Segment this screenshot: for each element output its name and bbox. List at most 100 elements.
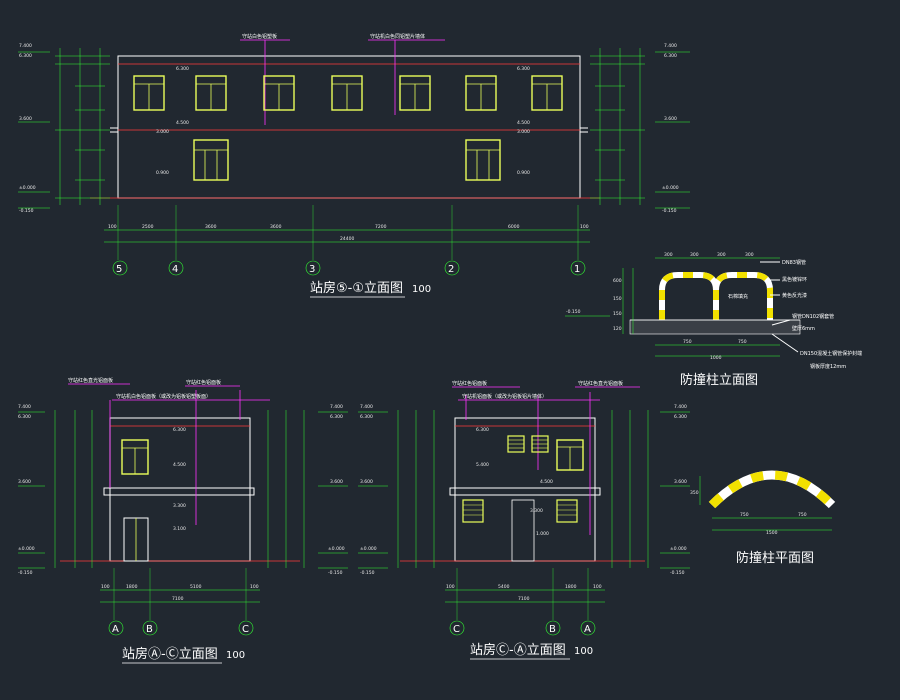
axis-label: 5 <box>116 264 122 275</box>
main-note-right: 守站机白色同铝塑片墙体 <box>370 33 425 40</box>
upper-windows <box>133 75 563 111</box>
ac-note: 守站红色铝面板 <box>186 379 221 386</box>
mark: 4.500 <box>540 479 553 485</box>
ca-louver <box>556 499 578 523</box>
bollard-label: 钢板厚度12mm <box>810 363 846 370</box>
bollard-arch-left-stripes <box>659 272 719 320</box>
window <box>263 75 295 111</box>
dim: 120 <box>613 326 622 332</box>
dim: 600 <box>613 278 622 284</box>
ca-scale: 100 <box>574 646 593 657</box>
main-building-outline <box>117 55 581 199</box>
mark: 3.300 <box>173 503 186 509</box>
ca-canopy <box>449 487 601 496</box>
level-right: 7.400 <box>674 404 687 410</box>
mark: 3.100 <box>173 526 186 532</box>
dim: 3600 <box>270 224 282 230</box>
mark: 1.000 <box>536 531 549 537</box>
level-left: 6.300 <box>18 414 31 420</box>
dim: 300 <box>690 252 699 258</box>
ca-note: 守站机铝面板（或改为铝板铝片墙体） <box>462 393 547 400</box>
ac-canopy <box>103 487 255 496</box>
bollard-label: DN150混凝土钢管保护封端 <box>800 350 862 357</box>
level-left: 7.400 <box>19 43 32 49</box>
dim: 2500 <box>142 224 154 230</box>
dim: 100 <box>580 224 589 230</box>
ca-louver <box>462 499 484 523</box>
main-elevation-title: 站房⑤-①立面图 <box>310 280 403 296</box>
axis-label: C <box>242 624 249 635</box>
level-right: 6.300 <box>674 414 687 420</box>
mark: 3.000 <box>517 129 530 135</box>
mark: 4.500 <box>517 120 530 126</box>
window <box>195 75 227 111</box>
dim: 150 <box>613 311 622 317</box>
window <box>399 75 431 111</box>
ca-title: 站房Ⓒ-Ⓐ立面图 <box>470 642 566 658</box>
axis-label: 4 <box>172 264 178 275</box>
level-right: ±0.000 <box>328 546 345 552</box>
dim: 100 <box>446 584 455 590</box>
dim: 1800 <box>565 584 577 590</box>
dim: 1800 <box>126 584 138 590</box>
bollard-arch-left <box>659 272 719 320</box>
dim: 750 <box>683 339 692 345</box>
ground-hatch <box>629 319 801 335</box>
bollard-elevation-title: 防撞柱立面图 <box>680 372 758 388</box>
main-left-dimensions: 7.400 6.300 3.600 ±0.000 -0.150 <box>18 43 110 214</box>
dim: 750 <box>740 512 749 518</box>
level-left: 6.300 <box>360 414 373 420</box>
bollard-label: 壁厚6mm <box>792 325 815 332</box>
level-right: 3.600 <box>330 479 343 485</box>
dim: 100 <box>593 584 602 590</box>
dim: 5100 <box>190 584 202 590</box>
total-dim: 7100 <box>172 596 184 602</box>
window <box>133 75 165 111</box>
mark: 6.300 <box>476 427 489 433</box>
bollard-plan-title: 防撞柱平面图 <box>736 550 814 566</box>
total-dim: 7100 <box>518 596 530 602</box>
level-right: 6.300 <box>664 53 677 59</box>
level-left: 3.600 <box>18 479 31 485</box>
total-dim: 24400 <box>340 236 354 242</box>
dim: 5400 <box>498 584 510 590</box>
level-left: 7.400 <box>18 404 31 410</box>
dim: 750 <box>738 339 747 345</box>
window <box>465 75 497 111</box>
axis-label: B <box>549 624 556 635</box>
ca-note: 守站红色铝面板 <box>452 380 487 387</box>
level-left: ±0.000 <box>18 546 35 552</box>
axis-label: 1 <box>574 264 580 275</box>
plan-arc <box>708 470 836 509</box>
axis-label: 2 <box>448 264 454 275</box>
ac-note: 守站机白色铝面板（或改为铝板铝塑板面） <box>116 393 211 400</box>
dim: 300 <box>664 252 673 258</box>
level-right: 7.400 <box>330 404 343 410</box>
main-bottom-dimensions: 100 2500 3600 3600 7200 6000 100 24400 <box>104 205 590 260</box>
dim: 100 <box>250 584 259 590</box>
bollard-label: 石棉填充 <box>728 293 748 300</box>
main-note-left: 守站白色铝塑板 <box>242 33 277 40</box>
window <box>193 139 229 181</box>
level-right: ±0.000 <box>662 185 679 191</box>
bollard-label: 黄色反光漆 <box>782 292 807 299</box>
ac-title: 站房Ⓐ-Ⓒ立面图 <box>122 646 218 662</box>
level-left: -0.150 <box>19 208 34 214</box>
axis-label: A <box>112 624 119 635</box>
level-left: 6.300 <box>19 53 32 59</box>
total-dim: 1500 <box>766 530 778 536</box>
level-right: ±0.000 <box>670 546 687 552</box>
level-left: ±0.000 <box>360 546 377 552</box>
ca-door <box>511 499 535 562</box>
bollard-arch-right-stripes <box>713 272 773 320</box>
ca-note: 守站红色直光铝面板 <box>578 380 623 387</box>
mark: 6.300 <box>176 66 189 72</box>
lower-windows <box>193 139 501 181</box>
total-dim: 1000 <box>710 355 722 361</box>
bollard-plan: 350 750 750 1500 防撞柱平面图 <box>690 470 836 566</box>
level-right: 7.400 <box>664 43 677 49</box>
main-elevation: 守站白色铝塑板 守站机白色同铝塑片墙体 6.300 4.500 3.000 0.… <box>18 33 690 298</box>
main-right-dimensions: 7.400 6.300 3.600 ±0.000 -0.150 <box>590 43 690 214</box>
